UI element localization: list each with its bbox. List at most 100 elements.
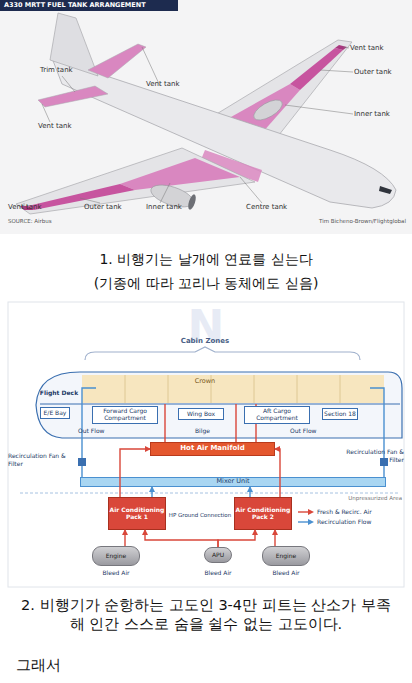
leader-line (80, 198, 100, 203)
caption-line: 그래서 (16, 656, 61, 675)
flow-connector (124, 530, 125, 546)
flow-connector (249, 487, 250, 497)
leader-line (320, 70, 353, 72)
leader-line (42, 104, 50, 122)
tank-label: Vent tank (38, 122, 71, 131)
pressure-boundary (20, 493, 400, 494)
flow-connector (151, 487, 152, 497)
trim-tank (88, 44, 146, 78)
node-text: Engine (106, 553, 127, 560)
legend-text: Fresh & Recirc. Air (317, 508, 372, 515)
zone-label: Cabin Zones (160, 337, 250, 346)
flow-connector (218, 530, 255, 547)
equipment-bay: E/E Bay (40, 407, 70, 419)
legend-arrowhead (308, 509, 314, 515)
legend-arrowhead (308, 519, 314, 525)
air-conditioning-pack: Air Conditioning Pack 2 (234, 497, 292, 530)
flow-connector (275, 449, 280, 497)
node-text: E/E Bay (44, 410, 67, 417)
legend-line (298, 511, 309, 512)
connection-label: HP Ground Connection (168, 512, 232, 519)
hot-air-duct (235, 404, 236, 442)
zone-divider (125, 375, 126, 403)
node-text: Section 18 (324, 411, 356, 418)
node-text: Engine (276, 553, 297, 560)
fan-symbol (380, 458, 388, 466)
legend-line (298, 521, 309, 522)
flow-connector (145, 530, 218, 547)
cabin-floor (40, 404, 400, 405)
zone-divider (297, 375, 298, 403)
node-text: Wing Box (187, 411, 215, 418)
caption-line: 2. 비행기가 순항하는 고도인 3-4만 피트는 산소가 부족해 인간 스스로… (14, 596, 398, 634)
legend-item: Recirculation Flow (298, 518, 402, 525)
illustration-background (0, 0, 412, 234)
node-text: APU (212, 552, 224, 559)
header-bar (0, 0, 178, 11)
flow-label: Bleed Air (258, 569, 314, 577)
flow-label: Out Flow (290, 427, 330, 435)
zone-dividers (125, 375, 340, 403)
tank-label: Inner tank (354, 110, 390, 119)
node-text: Air Conditioning Pack 2 (235, 507, 291, 520)
inner-tank (120, 158, 240, 190)
node-text: Aft Cargo Compartment (245, 408, 309, 421)
tank-label: Vent tank (8, 203, 41, 212)
engine-intake (187, 193, 198, 210)
near-wing (16, 148, 255, 214)
area-label: Unpressurized Area (320, 495, 402, 502)
tank-label: Vent tank (146, 80, 179, 89)
legend-text: Recirculation Flow (317, 518, 371, 525)
flow-label: Bleed Air (88, 569, 144, 577)
node-text: Hot Air Manifold (180, 445, 245, 453)
tank-label: Outer tank (84, 203, 122, 212)
flow-label: Bleed Air (190, 569, 246, 577)
flow-connector (274, 530, 275, 546)
caption-line: 1. 비행기는 날개에 연료를 싣는다 (0, 250, 412, 268)
source-note: SOURCE: Airbus (8, 218, 52, 225)
legend-item: Fresh & Recirc. Air (298, 508, 402, 515)
fuselage-section (36, 372, 402, 438)
watermark: N (186, 298, 226, 355)
legend: Fresh & Recirc. AirRecirculation Flow (298, 508, 402, 528)
zone-divider (168, 375, 169, 403)
tank-label: Outer tank (354, 68, 392, 77)
hot-air-duct (164, 404, 165, 442)
legend-sample (298, 509, 314, 515)
hot-air-manifold: Hot Air Manifold (150, 442, 275, 456)
leader-line (240, 177, 262, 203)
cabin-zones (82, 375, 384, 403)
flight-deck: Flight Deck (38, 385, 80, 401)
node-text: Forward Cargo Compartment (93, 408, 157, 421)
cargo-compartment: Aft Cargo Compartment (244, 406, 310, 424)
zone-label: Bilge (195, 427, 225, 435)
credit-note: Tim Bicheno-Brown/Flightglobal (266, 218, 406, 225)
mixer-unit: Mixer Unit (80, 477, 386, 487)
caption-line: (기종에 따라 꼬리나 동체에도 싣음) (0, 274, 412, 292)
node-text: Mixer Unit (216, 478, 249, 485)
cockpit-window (379, 186, 392, 194)
flow-label: Out Flow (78, 427, 118, 435)
tank-label: Trim tank (40, 66, 73, 75)
apu-box: APU (204, 547, 232, 563)
tank-label: Centre tank (246, 203, 287, 212)
node-text: Air Conditioning Pack 1 (109, 507, 165, 520)
diagram-frame (8, 302, 404, 587)
leader-line (62, 76, 75, 92)
fan-label: Recirculation Fan & Filter (334, 448, 404, 464)
tank-label: Inner tank (146, 203, 182, 212)
node-text: Flight Deck (40, 390, 78, 397)
leader-line (160, 183, 170, 203)
wing-box: Wing Box (178, 408, 224, 420)
tail-section: Section 18 (322, 408, 358, 420)
engine (251, 96, 286, 124)
flow-connector (120, 449, 150, 497)
cargo-compartment: Forward Cargo Compartment (92, 406, 158, 424)
diagram-title: A330 MRTT FUEL TANK ARRANGEMENT (4, 2, 146, 9)
zone-label: Crown (185, 377, 225, 385)
zone-divider (254, 375, 255, 403)
engine-box: Engine (92, 546, 140, 566)
leader-line (285, 105, 353, 114)
